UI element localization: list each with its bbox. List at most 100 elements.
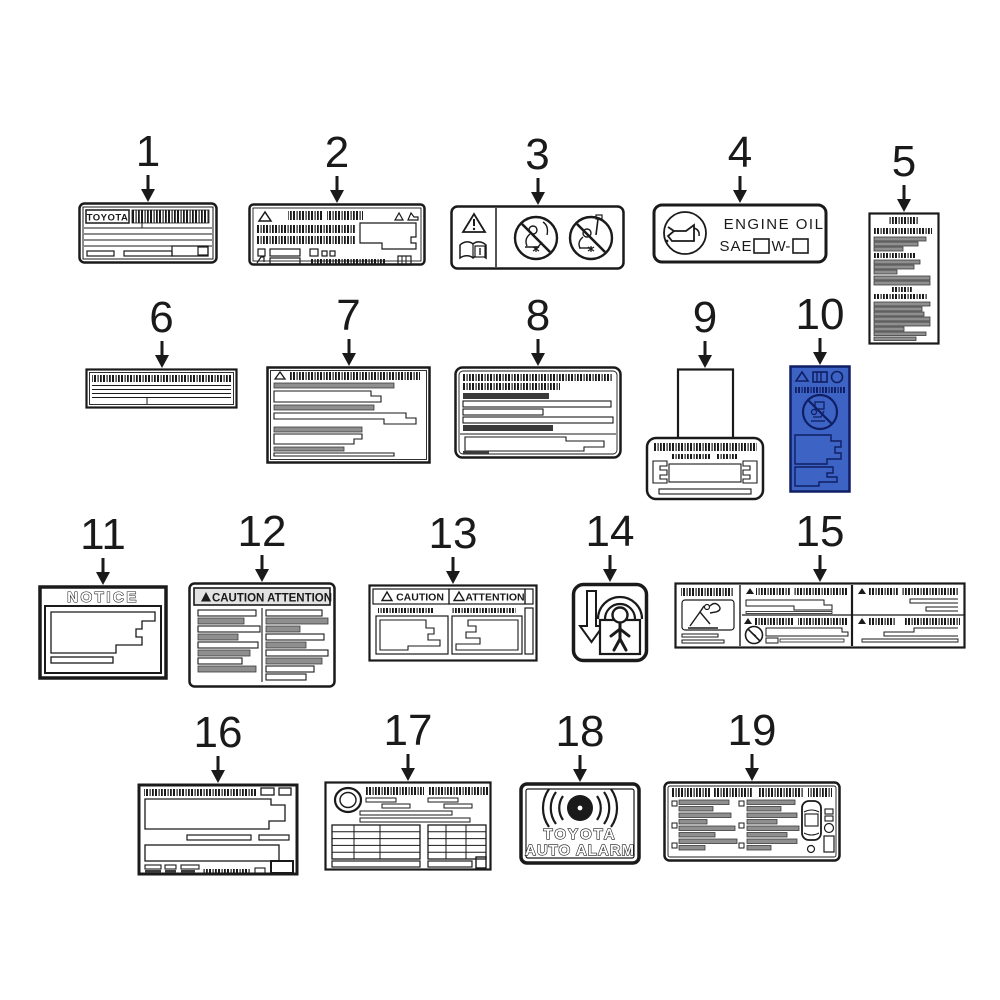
circle-icon	[830, 370, 844, 384]
no-child-seat-icon	[801, 393, 839, 431]
part-19[interactable]: 19	[663, 709, 841, 862]
barcode-icon	[904, 618, 960, 625]
pointer-arrow-icon	[401, 754, 415, 781]
caution-text-label-artwork	[266, 366, 431, 464]
part-16[interactable]: 16	[137, 711, 299, 876]
pointer-arrow-icon	[255, 555, 269, 582]
part-number: 17	[383, 706, 433, 755]
stripe-box-icon	[812, 371, 828, 383]
oil-can-icon	[663, 211, 707, 255]
barcode-icon	[366, 787, 424, 795]
part-9[interactable]: 9	[645, 296, 765, 501]
warning-triangle-icon	[858, 588, 866, 594]
pointer-arrow-icon	[211, 756, 225, 783]
barcode-icon	[452, 608, 516, 613]
part-13[interactable]: 13 CAUTION ATTENTION	[368, 512, 538, 662]
part-number: 10	[795, 290, 845, 339]
part-1[interactable]: 1 TOYOTA	[78, 130, 218, 264]
part-8[interactable]: 8	[454, 294, 622, 459]
certification-label-artwork	[137, 783, 299, 876]
part-number: 12	[237, 507, 287, 556]
pointer-arrow-icon	[813, 338, 827, 365]
owners-manual-icon	[459, 241, 487, 260]
barcode-icon	[868, 588, 898, 595]
emission-label-artwork	[248, 203, 426, 266]
barcode-icon	[653, 443, 757, 451]
down-arrow-icon	[578, 590, 605, 644]
barcode-icon	[288, 211, 322, 220]
part-number: 14	[585, 507, 635, 556]
barcode-icon	[714, 788, 752, 797]
tall-info-label-artwork	[868, 212, 940, 345]
warning-triangle-icon	[794, 370, 810, 382]
part-4[interactable]: 4 ENGINE OIL SAE W-	[652, 131, 828, 264]
part-number: 3	[525, 130, 550, 179]
caution-attention-text: CAUTION ATTENTION	[212, 593, 332, 605]
part-number: 15	[795, 507, 845, 556]
engine-oil-text: ENGINE OIL	[724, 216, 825, 233]
pointer-arrow-icon	[698, 341, 712, 368]
barcode-icon	[327, 211, 363, 220]
barcode-icon	[672, 788, 710, 797]
pointer-arrow-icon	[813, 555, 827, 582]
part-17[interactable]: 17	[324, 709, 492, 871]
pointer-arrow-icon	[141, 175, 155, 202]
warning-triangle-icon	[858, 618, 866, 624]
part-12[interactable]: 12 CAUTION ATTENTION	[188, 510, 336, 688]
pointer-arrow-icon	[330, 176, 344, 203]
part-18[interactable]: 18 TOYOTA AUTO ALARM	[519, 710, 641, 865]
auto-alarm-label-artwork: TOYOTA AUTO ALARM	[519, 782, 641, 865]
part-number: 2	[324, 128, 350, 177]
attention-text: ATTENTION	[465, 592, 524, 604]
barcode-icon	[874, 294, 928, 299]
barcode-icon	[463, 383, 560, 390]
pointer-arrow-icon	[96, 558, 110, 585]
warning-triangle-icon	[461, 212, 487, 233]
notice-text: NOTICE	[67, 589, 139, 606]
barcode-icon	[144, 789, 256, 796]
tire-pressure-label-artwork	[324, 781, 492, 871]
part-2[interactable]: 2	[248, 131, 426, 266]
hang-tag-label-artwork	[645, 368, 765, 501]
part-6[interactable]: 6	[85, 296, 238, 409]
jack-caution-wide-label-artwork	[674, 582, 966, 649]
barcode-icon	[868, 618, 896, 625]
brand-text: TOYOTA	[87, 213, 129, 224]
barcode-icon	[874, 253, 916, 258]
part-10-highlighted[interactable]: 10	[789, 293, 851, 493]
warning-triangle-icon	[746, 588, 754, 594]
pointer-arrow-icon	[530, 178, 545, 205]
part-3[interactable]: 3	[450, 133, 625, 270]
prohibition-icon	[744, 625, 764, 645]
warning-triangle-icon	[452, 590, 466, 602]
no-rear-facing-child-seat-icon	[513, 215, 559, 261]
w-text: W-	[772, 238, 791, 255]
part-7[interactable]: 7	[266, 294, 431, 464]
barcode-icon	[203, 869, 251, 873]
part-15[interactable]: 15	[674, 510, 966, 649]
barcode-icon	[717, 454, 737, 459]
barcode-icon	[892, 287, 913, 292]
pointer-arrow-icon	[897, 185, 911, 212]
barcode-icon	[874, 228, 932, 234]
part-14[interactable]: 14	[571, 510, 649, 663]
pointer-arrow-icon	[745, 754, 759, 781]
seat-adjust-label-artwork	[571, 582, 649, 663]
pointer-arrow-icon	[603, 555, 617, 582]
warning-triangle-icon	[257, 210, 273, 222]
part-11[interactable]: 11 NOTICE	[38, 513, 168, 680]
part-number: 9	[692, 293, 718, 342]
caution-text: CAUTION	[396, 592, 444, 604]
barcode-icon	[131, 209, 210, 224]
part-5[interactable]: 5	[868, 140, 940, 345]
barcode-icon	[808, 788, 832, 797]
strip-label-artwork	[85, 368, 238, 409]
pointer-arrow-icon	[446, 557, 460, 584]
notice-label-artwork: NOTICE	[38, 585, 168, 680]
part-number: 16	[193, 708, 243, 757]
part-number: 5	[891, 137, 917, 186]
barcode-icon	[902, 588, 958, 595]
part-number: 13	[428, 509, 478, 558]
barcode-icon	[758, 788, 804, 797]
barcode-icon	[256, 236, 356, 244]
